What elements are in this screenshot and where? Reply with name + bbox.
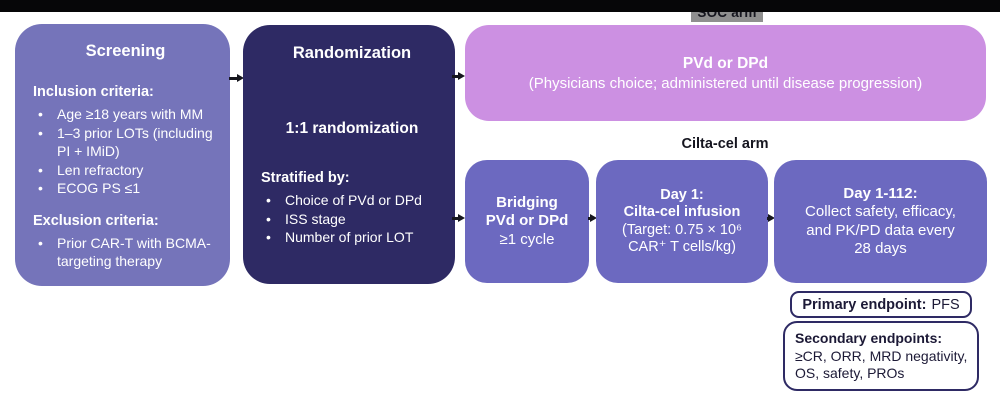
list-item: ISS stage bbox=[261, 210, 443, 229]
secondary-endpoints-line2: OS, safety, PROs bbox=[795, 365, 905, 382]
arrow-bridging-to-infusion bbox=[588, 217, 590, 220]
list-item: Age ≥18 years with MM bbox=[33, 105, 218, 124]
bridging-line1: Bridging bbox=[496, 193, 558, 211]
inclusion-criteria-list: Age ≥18 years with MM 1–3 prior LOTs (in… bbox=[33, 105, 218, 198]
followup-line1: Day 1-112: bbox=[843, 184, 918, 202]
list-item: 1–3 prior LOTs (including PI + IMiD) bbox=[33, 124, 218, 161]
list-item: Number of prior LOT bbox=[261, 228, 443, 247]
inclusion-criteria-heading: Inclusion criteria: bbox=[33, 84, 154, 100]
followup-line2: Collect safety, efficacy, bbox=[805, 203, 956, 220]
arrow-infusion-to-followup bbox=[767, 217, 768, 220]
soc-box-title: PVd or DPd bbox=[682, 54, 769, 72]
bridging-line3: ≥1 cycle bbox=[499, 230, 555, 248]
infusion-line2: Cilta-cel infusion bbox=[623, 204, 741, 220]
randomization-ratio: 1:1 randomization bbox=[285, 120, 419, 137]
infusion-line1: Day 1: bbox=[660, 186, 704, 203]
primary-endpoint-value: PFS bbox=[931, 296, 960, 313]
followup-line3: and PK/PD data every bbox=[806, 221, 955, 239]
arrow-screening-to-randomization bbox=[229, 77, 237, 80]
screening-title: Screening bbox=[85, 42, 166, 60]
randomization-box: Randomization 1:1 randomization Stratifi… bbox=[243, 25, 455, 284]
infusion-line4: CAR⁺ T cells/kg) bbox=[628, 239, 736, 255]
infusion-line3: (Target: 0.75 × 10⁶ bbox=[621, 221, 743, 238]
followup-line4: 28 days bbox=[854, 240, 907, 257]
stratified-heading: Stratified by: bbox=[261, 170, 350, 186]
exclusion-criteria-list: Prior CAR-T with BCMA-targeting therapy bbox=[33, 234, 218, 271]
list-item: ECOG PS ≤1 bbox=[33, 179, 218, 198]
secondary-endpoints-line1: ≥CR, ORR, MRD negativity, bbox=[795, 347, 968, 364]
secondary-endpoints-label: Secondary endpoints: bbox=[795, 330, 943, 346]
primary-endpoint-label: Primary endpoint: bbox=[802, 296, 927, 313]
stratified-list: Choice of PVd or DPd ISS stage Number of… bbox=[261, 191, 443, 247]
top-black-bar bbox=[0, 0, 1000, 12]
cilta-cel-infusion-box: Day 1: Cilta-cel infusion (Target: 0.75 … bbox=[596, 160, 768, 283]
secondary-endpoints-box: Secondary endpoints: ≥CR, ORR, MRD negat… bbox=[783, 321, 979, 391]
bridging-box: Bridging PVd or DPd ≥1 cycle bbox=[465, 160, 589, 283]
soc-arm-box: PVd or DPd (Physicians choice; administe… bbox=[465, 25, 986, 121]
primary-endpoint-box: Primary endpoint: PFS bbox=[790, 291, 972, 318]
soc-box-subtitle: (Physicians choice; administered until d… bbox=[528, 74, 923, 92]
followup-box: Day 1-112: Collect safety, efficacy, and… bbox=[774, 160, 987, 283]
cilta-cel-arm-label: Cilta-cel arm bbox=[681, 136, 769, 152]
list-item: Len refractory bbox=[33, 161, 218, 180]
list-item: Prior CAR-T with BCMA-targeting therapy bbox=[33, 234, 218, 271]
screening-box: Screening Inclusion criteria: Age ≥18 ye… bbox=[15, 24, 230, 286]
exclusion-criteria-heading: Exclusion criteria: bbox=[33, 212, 159, 229]
list-item: Choice of PVd or DPd bbox=[261, 191, 443, 210]
randomization-title: Randomization bbox=[292, 44, 412, 62]
arrow-randomization-to-soc bbox=[452, 75, 458, 78]
bridging-line2: PVd or DPd bbox=[485, 212, 569, 230]
arrow-randomization-to-bridging bbox=[452, 217, 458, 220]
